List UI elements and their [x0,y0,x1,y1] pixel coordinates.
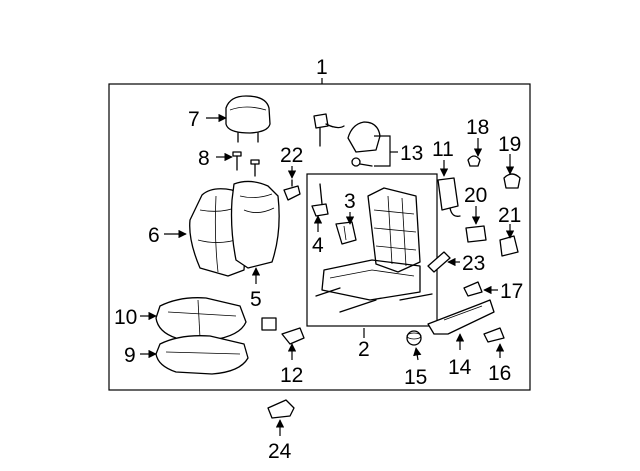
part-14-side-shield[interactable] [427,299,495,335]
part-22-clip[interactable] [283,179,301,201]
part-15-knob[interactable] [406,330,422,346]
callout-10: 10 [114,306,137,329]
callout-6: 6 [148,224,160,247]
callout-17: 17 [500,280,523,303]
callout-4: 4 [312,234,324,257]
callout-15: 15 [404,366,427,389]
part-18-clip[interactable] [467,155,481,167]
part-9-cushion-pad[interactable] [155,335,249,375]
callout-20: 20 [464,184,487,207]
part-13-belt-sensor[interactable] [313,113,381,167]
callout-5: 5 [250,288,262,311]
assembly-frame [108,83,531,391]
callout-11: 11 [432,138,454,161]
part-8-headrest-guide[interactable] [232,151,260,177]
callout-1: 1 [316,56,328,79]
part-11-side-cover[interactable] [437,177,461,217]
part-5-seatback-pad[interactable] [230,180,280,269]
part-7-headrest[interactable] [225,95,271,143]
part-12-bracket[interactable] [261,317,305,345]
part-23-cover[interactable] [427,251,451,273]
part-21-bracket[interactable] [499,235,519,257]
callout-7: 7 [188,108,200,131]
part-16-cover[interactable] [483,327,505,343]
callout-3: 3 [344,190,356,213]
part-20-bracket[interactable] [465,225,487,243]
callout-18: 18 [466,116,489,139]
callout-16: 16 [488,362,511,385]
leader-lines [140,78,515,436]
part-17-cover[interactable] [463,281,483,297]
callout-24: 24 [268,440,292,463]
callout-19: 19 [498,133,521,156]
part-10-cushion-cover[interactable] [155,297,247,341]
callout-9: 9 [124,344,136,367]
part-3-bracket[interactable] [335,221,357,245]
part-19-clip[interactable] [503,173,521,189]
part-2-seat-frame[interactable] [315,187,433,313]
callout-8: 8 [198,147,210,170]
part-4-wire-harness[interactable] [311,183,329,217]
callout-22: 22 [280,144,303,167]
callout-13: 13 [400,142,423,165]
callout-14: 14 [448,356,472,379]
seat-frame-box [306,173,438,327]
callout-12: 12 [280,364,303,387]
part-24-bracket[interactable] [267,399,295,419]
callout-21: 21 [498,204,521,227]
callout-23: 23 [462,252,485,275]
callout-2: 2 [358,338,370,361]
